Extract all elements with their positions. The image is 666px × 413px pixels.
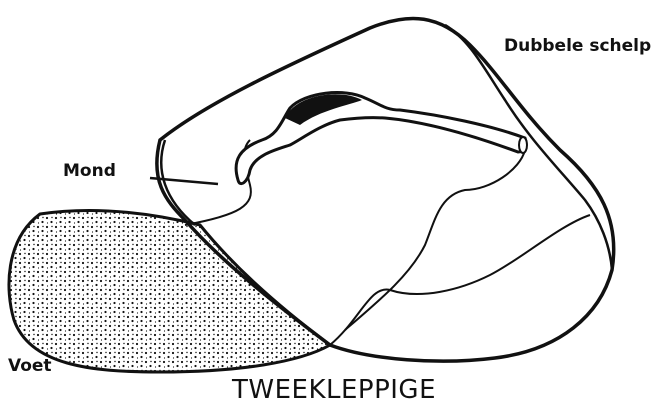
- digestive-tube: [236, 93, 526, 184]
- shell-valve-edge: [445, 25, 612, 270]
- diagram-title: TWEEKLEPPIGE: [232, 377, 436, 403]
- foot-shape: [9, 210, 330, 372]
- mouth-label: Mond: [63, 163, 116, 180]
- gill-line: [330, 215, 590, 345]
- mantle-lower-line: [345, 150, 525, 330]
- tube-opening: [519, 137, 527, 153]
- shell-label: Dubbele schelp: [504, 38, 651, 55]
- foot-label: Voet: [8, 358, 52, 375]
